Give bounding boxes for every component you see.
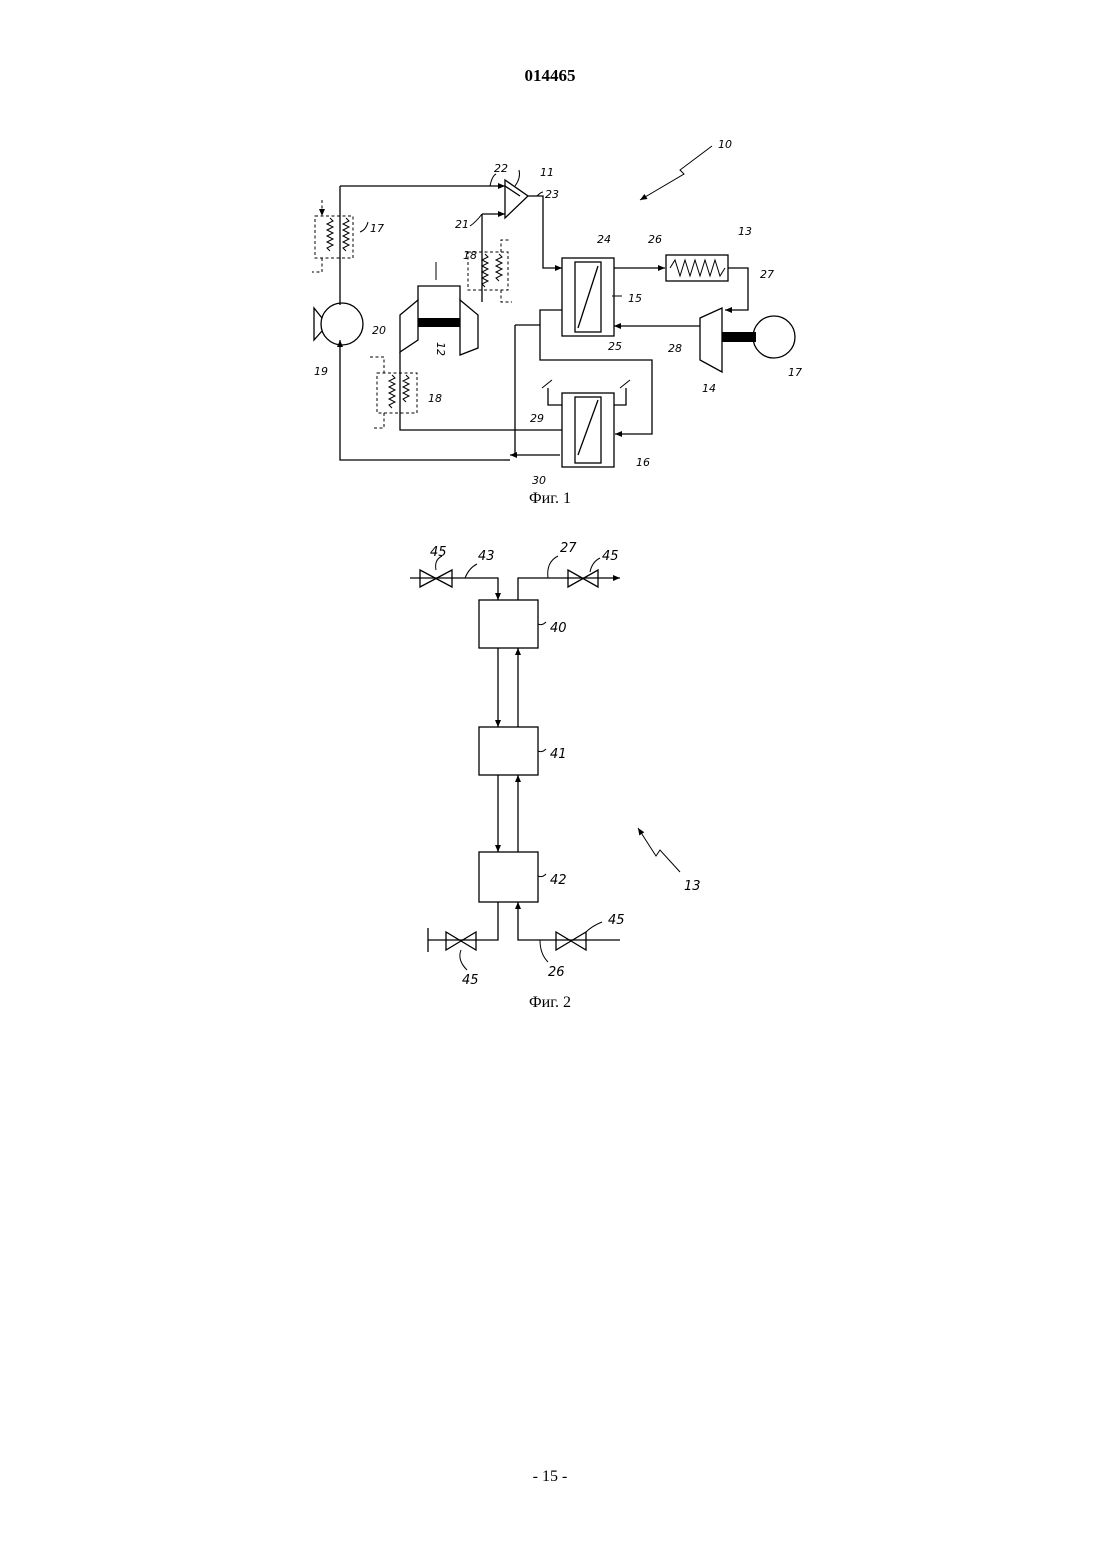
expander-14: [700, 308, 795, 372]
ref-26: 26: [648, 233, 662, 246]
ref-23: 23: [545, 188, 559, 201]
ref-arrow-13: [638, 828, 680, 872]
valve-45-bottom-right: [556, 932, 586, 950]
ref-45-bottom-right: 45: [608, 913, 625, 928]
ref-17-left: 17: [370, 222, 384, 235]
heater-13: [666, 255, 728, 281]
heat-exchanger-18-lower: [370, 357, 417, 428]
ref-arrow-10: [640, 146, 712, 200]
line-43: [410, 578, 498, 600]
ref-45-top-left: 45: [430, 545, 447, 560]
ref-22: 22: [494, 162, 508, 175]
line-25: [540, 310, 562, 325]
ref-26-fig2: 26: [548, 965, 565, 980]
pump-19: [314, 303, 363, 345]
box-42: [479, 852, 538, 902]
regenerator-15: [562, 258, 614, 336]
line-bottom-left: [428, 902, 498, 940]
ref-40: 40: [550, 621, 567, 636]
ref-10: 10: [718, 138, 732, 151]
ref-16: 16: [636, 456, 650, 469]
ref-21: 21: [455, 218, 469, 231]
ref-41: 41: [550, 747, 567, 762]
ref-20: 20: [372, 324, 386, 337]
line-26-fig2: [518, 902, 620, 940]
box-40: [479, 600, 538, 648]
line-30-bottom: [340, 347, 505, 460]
ref-13: 13: [738, 225, 752, 238]
ref-27-fig2: 27: [560, 541, 577, 556]
figure-2-diagram: 45 43 27 45 40 41 42 13 45 45 26: [410, 541, 701, 988]
ref-43: 43: [478, 549, 495, 564]
line-27-fig2: [518, 578, 620, 600]
page-number: - 15 -: [0, 1468, 1100, 1486]
figure-1-caption: Фиг. 1: [0, 490, 1100, 508]
ref-25: 25: [608, 340, 622, 353]
line-23: [528, 196, 562, 268]
ref-30: 30: [532, 474, 546, 487]
ref-11: 11: [540, 166, 554, 179]
ejector-11: [505, 180, 528, 218]
box-41: [479, 727, 538, 775]
ref-12: 12: [434, 342, 447, 356]
ref-18-upper: 18: [463, 249, 477, 262]
ref-29: 29: [530, 412, 544, 425]
cooler-16: [562, 393, 614, 467]
ref-24: 24: [597, 233, 611, 246]
ref-19: 19: [314, 365, 328, 378]
line-29-out-cap: [620, 380, 630, 388]
ref-13-fig2: 13: [684, 879, 701, 894]
ref-45-top-right: 45: [602, 549, 619, 564]
heat-exchanger-17-left: [312, 200, 353, 272]
ref-28: 28: [668, 342, 682, 355]
ref-15: 15: [628, 292, 642, 305]
figure-2-caption: Фиг. 2: [0, 994, 1100, 1012]
line-20: [400, 352, 505, 430]
ref-14: 14: [702, 382, 716, 395]
ref-45-bottom-left: 45: [462, 973, 479, 988]
ref-18-lower: 18: [428, 392, 442, 405]
ref-17-generator: 17: [788, 366, 802, 379]
line-29-in: [548, 388, 562, 405]
line-29-out: [614, 388, 626, 405]
valve-45-bottom-left: [446, 932, 476, 950]
ref-42: 42: [550, 873, 567, 888]
line-29-cap: [542, 380, 552, 388]
ref-27: 27: [760, 268, 774, 281]
figure-1-diagram: 10 11 12 13 14 15 16 17 17 18 18 19 20 2…: [312, 138, 802, 487]
